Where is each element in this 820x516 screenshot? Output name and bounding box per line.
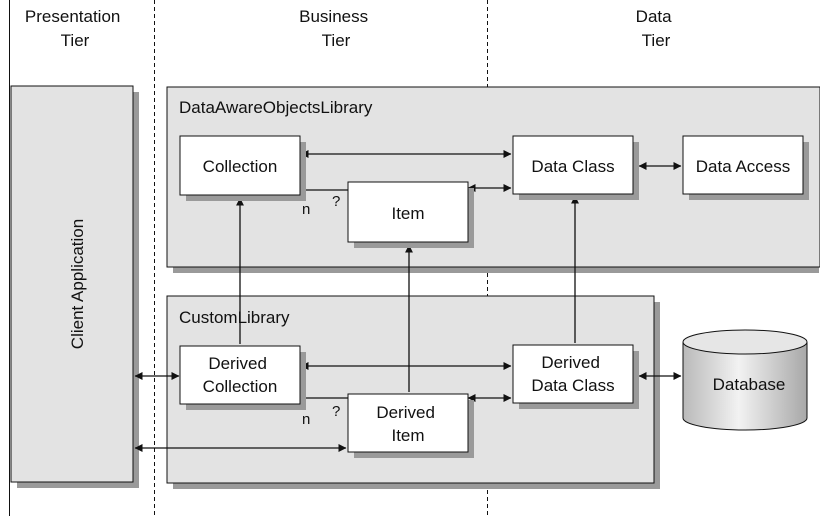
derived-data-class-box: Derived Data Class — [512, 344, 639, 409]
svg-text:Data Class: Data Class — [531, 157, 614, 176]
database-cylinder: Database — [682, 329, 808, 431]
svg-text:Item: Item — [391, 204, 424, 223]
client-application-panel: Client Application — [10, 85, 139, 488]
custom-library-label: CustomLibrary — [179, 308, 290, 327]
client-application-label: Client Application — [68, 219, 87, 349]
collection-box: Collection — [179, 135, 306, 201]
svg-text:Derived Item: Derived Item — [376, 403, 439, 445]
derived-item-box: Derived Item — [347, 393, 474, 458]
multiplicity-q-top: ? — [332, 193, 340, 210]
multiplicity-q-bottom: ? — [332, 403, 340, 420]
multiplicity-n-bottom: n — [302, 411, 310, 428]
data-aware-objects-library-label: DataAwareObjectsLibrary — [179, 98, 373, 117]
svg-text:Collection: Collection — [203, 157, 278, 176]
item-box: Item — [347, 181, 474, 248]
connectors — [134, 150, 682, 452]
data-access-box: Data Access — [682, 135, 809, 200]
data-class-box: Data Class — [512, 135, 639, 200]
tier-heading-presentation: Presentation Tier — [25, 7, 125, 50]
svg-text:Derived Collection: Derived Collection — [203, 354, 278, 396]
tier-heading-data: Data Tier — [636, 7, 677, 50]
database-label: Database — [713, 375, 786, 394]
svg-text:Derived Data Class: Derived Data Class — [531, 353, 614, 395]
svg-text:Data Access: Data Access — [696, 157, 791, 176]
derived-collection-box: Derived Collection — [179, 345, 306, 410]
multiplicity-n-top: n — [302, 201, 310, 218]
tier-heading-business: Business Tier — [299, 7, 373, 50]
